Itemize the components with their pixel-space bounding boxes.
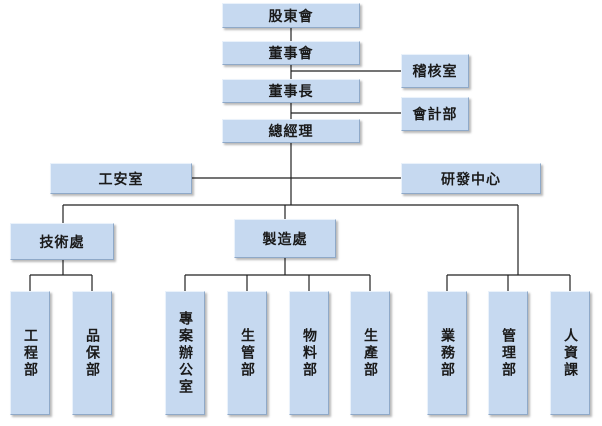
node-audit: 稽核室 [401, 54, 469, 88]
node-management: 管理部 [488, 291, 528, 415]
node-materials: 物料部 [289, 291, 329, 415]
node-safety: 工安室 [50, 163, 192, 194]
node-production-control: 生管部 [227, 291, 267, 415]
node-technical: 技術處 [10, 223, 114, 260]
node-production: 生產部 [350, 291, 390, 415]
node-general-manager: 總經理 [222, 119, 360, 143]
node-shareholders: 股東會 [222, 3, 360, 28]
node-hr: 人資課 [550, 291, 590, 415]
node-manufacturing: 製造處 [234, 219, 336, 258]
node-rnd: 研發中心 [401, 163, 541, 194]
node-sales: 業務部 [427, 291, 467, 415]
node-chairman: 董事長 [222, 79, 360, 103]
node-accounting: 會計部 [401, 97, 469, 131]
node-quality: 品保部 [72, 291, 112, 415]
node-engineering: 工程部 [10, 291, 50, 415]
node-board: 董事會 [222, 41, 360, 65]
node-project-office: 專案辦公室 [165, 291, 205, 415]
